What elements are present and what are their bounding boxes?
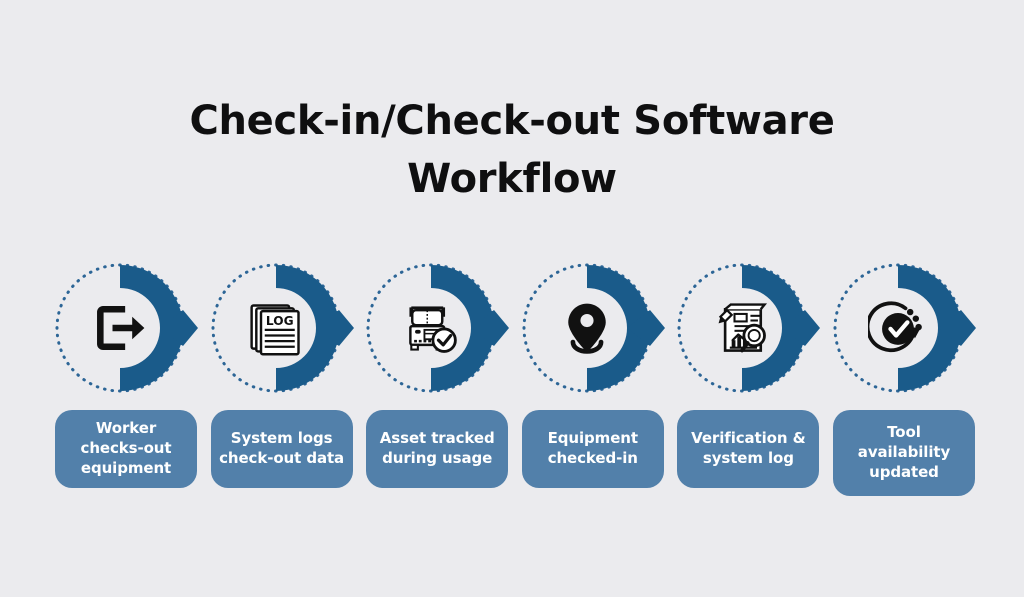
- refresh-check-icon: [867, 298, 928, 358]
- page-title: Check-in/Check-out Software Workflow: [189, 98, 835, 202]
- workflow-step-4[interactable]: Equipment checked-in: [517, 258, 669, 488]
- step-badge-4: [517, 258, 669, 398]
- map-pin-icon: [557, 298, 617, 358]
- badge-ring-1: [55, 263, 198, 393]
- badge-ring-6: [833, 263, 976, 393]
- badge-ring-5: [677, 263, 821, 393]
- badge-ring-2: [211, 263, 354, 393]
- step-label-3: Asset tracked during usage: [366, 410, 509, 488]
- svg-text:LOG: LOG: [266, 314, 294, 328]
- step-label-1: Worker checks-out equipment: [55, 410, 197, 488]
- log-documents-icon: LOG: [246, 298, 306, 358]
- badge-ring-3: [366, 263, 510, 393]
- step-label-6: Tool availability updated: [832, 410, 975, 496]
- workflow-step-3[interactable]: Asset tracked during usage: [361, 258, 513, 488]
- step-badge-5: [672, 258, 824, 398]
- step-badge-2: LOG: [206, 258, 358, 398]
- workflow-step-2[interactable]: LOG System logs check-out data: [206, 258, 358, 488]
- workflow-steps: Worker checks-out equipment LOG: [50, 258, 980, 496]
- workflow-step-5[interactable]: Verification & system log: [672, 258, 824, 488]
- report-magnifier-icon: [712, 298, 772, 358]
- step-label-5: Verification & system log: [677, 410, 820, 488]
- step-badge-6: [828, 258, 980, 398]
- title-container: Check-in/Check-out Software Workflow: [0, 92, 1024, 208]
- workflow-step-6[interactable]: Tool availability updated: [828, 258, 980, 496]
- step-label-2: System logs check-out data: [210, 410, 353, 488]
- logout-arrow-icon: [90, 298, 150, 358]
- step-label-4: Equipment checked-in: [521, 410, 664, 488]
- workflow-step-1[interactable]: Worker checks-out equipment: [50, 258, 202, 488]
- step-badge-1: [50, 258, 202, 398]
- truck-check-icon: [401, 298, 461, 358]
- badge-ring-4: [522, 263, 665, 393]
- step-badge-3: [361, 258, 513, 398]
